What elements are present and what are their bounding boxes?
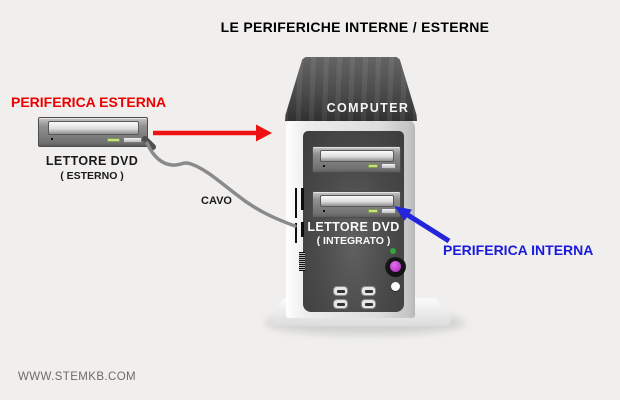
drive-pinhole [50,137,53,140]
drive-eject-button [123,136,142,143]
usb-slot [364,289,373,293]
drive-tray [319,194,394,208]
drive-pinhole [322,209,325,212]
external-dvd-drive [38,117,148,147]
internal-dvd-drive-top [312,146,401,173]
vent-slot [301,222,304,237]
usb-slot [364,302,373,306]
power-button [385,256,406,277]
usb-slot [336,289,345,293]
tower-top [285,57,417,121]
watermark: WWW.STEMKB.COM [18,371,137,383]
computer-label: COMPUTER [326,101,410,115]
barcode-sticker [299,252,305,271]
drive-led [367,164,379,168]
external-drive-caption: LETTORE DVD [45,154,139,168]
usb-port [361,286,376,296]
drive-pinhole [322,164,325,167]
drive-led [367,209,379,213]
reset-button [391,282,400,291]
internal-peripheral-label: PERIFERICA INTERNA [443,242,594,258]
internal-dvd-drive-bottom [312,191,401,218]
usb-slot [336,302,345,306]
cable-label: CAVO [201,195,232,207]
usb-port [361,299,376,309]
external-drive-subcaption: ( ESTERNO ) [60,170,124,182]
red-arrow-head [256,124,272,142]
computer-tower: COMPUTER LETTORE DVD ( INTEGRATO ) [265,55,465,345]
internal-drive-caption: LETTORE DVD [307,220,400,234]
usb-port [333,299,348,309]
vent-slot [295,223,297,243]
drive-eject-button [380,163,396,169]
usb-port [333,286,348,296]
power-button-core [390,261,401,272]
drive-tray [319,149,394,163]
internal-drive-subcaption: ( INTEGRATO ) [316,235,391,247]
drive-led [107,137,120,142]
vent-slot [301,188,304,210]
drive-tray [47,121,140,136]
power-led [390,248,396,254]
cable-line [145,141,297,228]
page-title: LE PERIFERICHE INTERNE / ESTERNE [220,19,490,35]
external-peripheral-label: PERIFERICA ESTERNA [11,94,167,110]
